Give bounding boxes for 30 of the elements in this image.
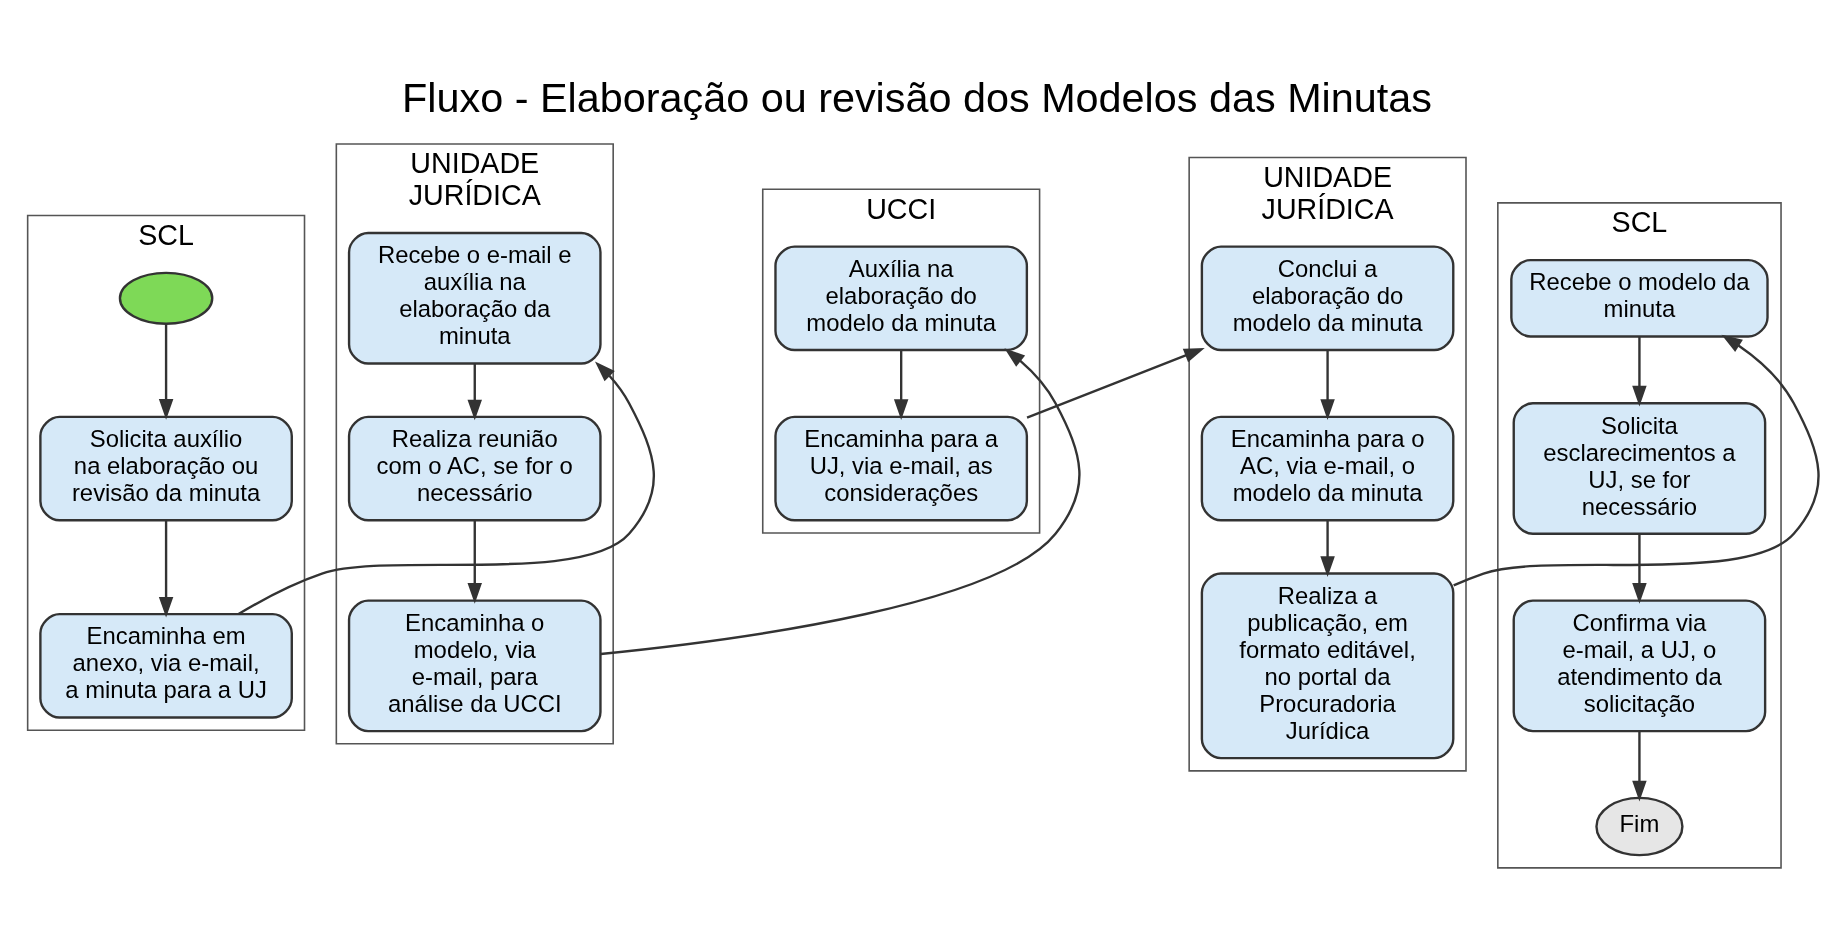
node-box: Recebe o e-mail e auxília na elaboração da minuta xyxy=(347,231,602,365)
node-box: Recebe o modelo da minuta xyxy=(1510,258,1769,338)
node-box: Encaminha para a UJ, via e-mail, as considerações xyxy=(774,415,1029,521)
node-box: Solicita auxílio na elaboração ou revisão da minuta xyxy=(39,415,293,521)
arrow xyxy=(893,349,909,420)
arrow xyxy=(1320,349,1335,420)
arrow xyxy=(1632,533,1647,604)
arrow xyxy=(1632,731,1647,801)
node-box: Confirma via e-mail, a UJ, o atendimento da solicitação xyxy=(1512,598,1767,732)
arrow xyxy=(1026,347,1205,419)
arrow xyxy=(158,323,174,420)
node-box: Encaminha para o AC, via e-mail, o modelo da minuta xyxy=(1200,415,1455,521)
node-box: Encaminha em anexo, via e-mail, a minuta para a UJ xyxy=(39,612,293,719)
node-box: Realiza a publicação, em formato editável, no portal da Procuradoria Jurídica xyxy=(1200,571,1455,759)
arrow xyxy=(1453,334,1820,587)
node-box: Solicita esclarecimentos a UJ, se for necessário xyxy=(1512,401,1767,535)
arrow xyxy=(467,363,482,420)
arrow xyxy=(467,520,482,604)
node-box: Encaminha o modelo, via e-mail, para análise da UCCI xyxy=(347,598,602,732)
node-box: Conclui a elaboração do modelo da minuta xyxy=(1200,244,1455,351)
node-ellipse: Fim xyxy=(1595,796,1684,856)
arrow xyxy=(600,347,1081,655)
arrow xyxy=(158,520,174,618)
arrow xyxy=(237,361,655,615)
diagram-title: Fluxo - Elaboração ou revisão dos Modelos das Minutas xyxy=(402,74,1432,121)
node-box: Auxília na elaboração do modelo da minuta xyxy=(774,244,1029,351)
node-ellipse xyxy=(118,271,214,325)
arrow xyxy=(1320,520,1335,577)
arrow xyxy=(1632,336,1647,406)
node-box: Realiza reunião com o AC, se for o necessário xyxy=(347,415,602,521)
